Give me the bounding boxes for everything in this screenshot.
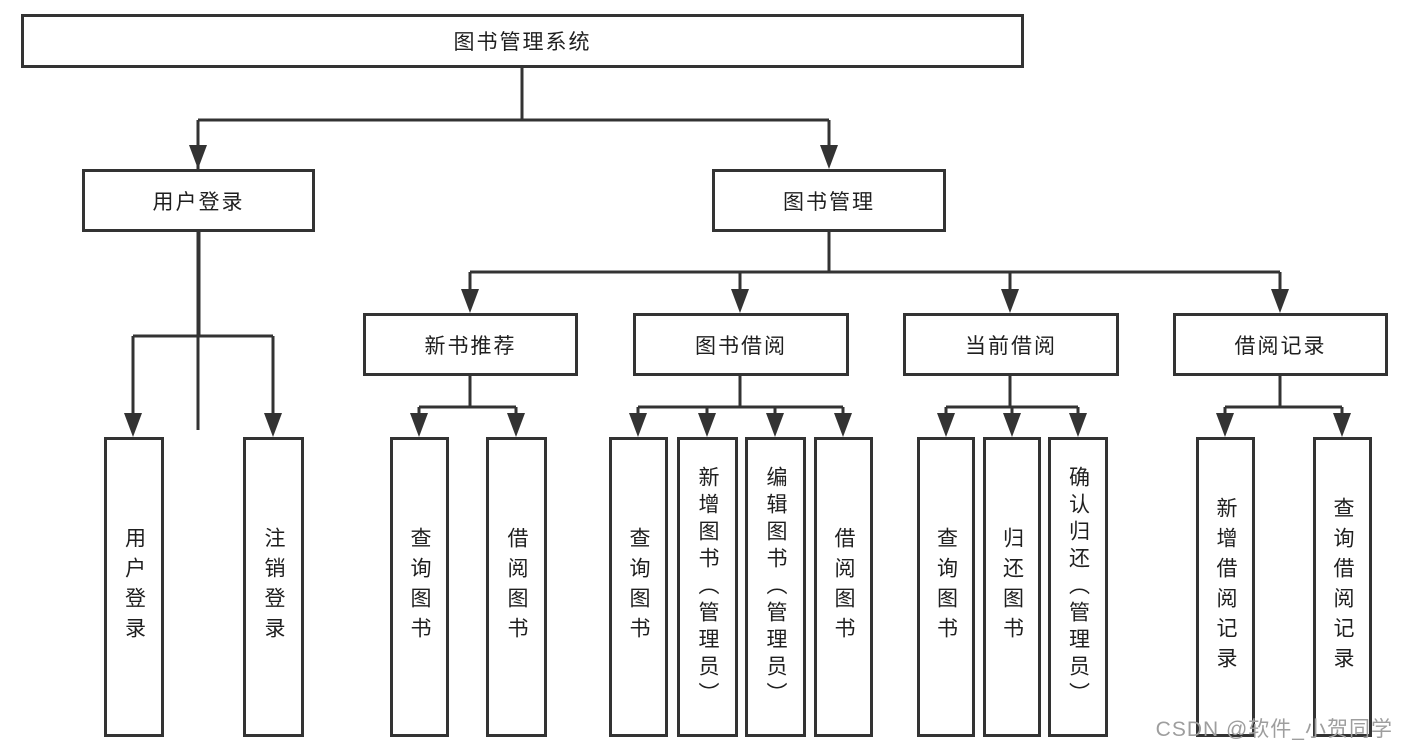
arrowhead-leaf-logout [264,413,282,437]
arrowhead-leaf-query-books-2 [629,413,647,437]
leaf-query-books-1-label: 查询图书 [408,527,431,647]
leaf-query-books-3: 查询图书 [917,437,975,737]
leaf-query-books-2-label: 查询图书 [627,527,650,647]
node-root-label: 图书管理系统 [453,31,592,54]
node-user-login: 用户登录 [82,169,315,232]
arrowhead-leaf-borrow-books-1 [507,413,525,437]
node-book-borrow-label: 图书借阅 [695,334,787,358]
node-current-borrow-label: 当前借阅 [965,334,1057,358]
node-book-management-label: 图书管理 [783,190,875,214]
leaf-logout: 注销登录 [243,437,304,737]
leaf-return-books: 归还图书 [983,437,1041,737]
arrowhead-new-book-recommend [461,289,479,313]
arrowhead-leaf-query-borrow-record [1333,413,1351,437]
leaf-logout-label: 注销登录 [262,527,285,647]
node-current-borrow: 当前借阅 [903,313,1119,376]
arrowhead-leaf-query-books-3 [937,413,955,437]
arrowhead-leaf-add-borrow-record [1216,413,1234,437]
leaf-edit-book-admin: 编辑图书（管理员） [745,437,806,737]
leaf-query-books-1: 查询图书 [390,437,449,737]
arrowhead-leaf-return-books [1003,413,1021,437]
node-borrow-records: 借阅记录 [1173,313,1388,376]
connector-book-borrow-children [636,376,845,430]
leaf-borrow-books-2: 借阅图书 [814,437,873,737]
node-new-book-recommend: 新书推荐 [363,313,578,376]
leaf-add-borrow-record-label: 新增借阅记录 [1214,497,1237,677]
watermark-text: CSDN @软件_小贺同学 [1155,718,1393,741]
connector-borrow-records-children [1223,376,1344,430]
node-user-login-label: 用户登录 [152,190,245,214]
leaf-confirm-return-admin: 确认归还（管理员） [1048,437,1108,737]
connector-new-book-recommend-children [417,376,518,430]
connector-user-login-children [131,232,275,430]
arrowhead-leaf-user-login [124,413,142,437]
connector-book-management-children [468,232,1282,307]
leaf-add-book-admin: 新增图书（管理员） [677,437,738,737]
leaf-borrow-books-1: 借阅图书 [486,437,547,737]
leaf-query-borrow-record: 查询借阅记录 [1313,437,1372,737]
leaf-edit-book-admin-label: 编辑图书（管理员） [764,465,787,709]
leaf-confirm-return-admin-label: 确认归还（管理员） [1066,465,1090,709]
arrowhead-current-borrow [1001,289,1019,313]
leaf-query-books-3-label: 查询图书 [934,527,958,647]
leaf-add-book-admin-label: 新增图书（管理员） [696,465,719,709]
node-borrow-records-label: 借阅记录 [1234,334,1327,358]
arrowhead-leaf-add-book [698,413,716,437]
arrowhead-borrow-records [1271,289,1289,313]
arrowhead-book-borrow [731,289,749,313]
node-book-management: 图书管理 [712,169,946,232]
node-root: 图书管理系统 [21,14,1024,68]
node-new-book-recommend-label: 新书推荐 [424,334,517,358]
arrowhead-leaf-confirm-return [1069,413,1087,437]
leaf-return-books-label: 归还图书 [1000,527,1024,647]
leaf-user-login-label: 用户登录 [122,527,146,647]
leaf-borrow-books-2-label: 借阅图书 [832,527,855,647]
node-book-borrow: 图书借阅 [633,313,849,376]
leaf-borrow-books-1-label: 借阅图书 [505,527,528,647]
arrowhead-leaf-query-books-1 [410,413,428,437]
leaf-query-books-2: 查询图书 [609,437,668,737]
arrowhead-leaf-borrow-books-2 [834,413,852,437]
leaf-user-login: 用户登录 [104,437,164,737]
arrowhead-book-management [820,145,838,169]
leaf-add-borrow-record: 新增借阅记录 [1196,437,1255,737]
leaf-query-borrow-record-label: 查询借阅记录 [1331,497,1354,677]
arrowhead-leaf-edit-book [766,413,784,437]
arrowhead-user-login [189,145,207,169]
